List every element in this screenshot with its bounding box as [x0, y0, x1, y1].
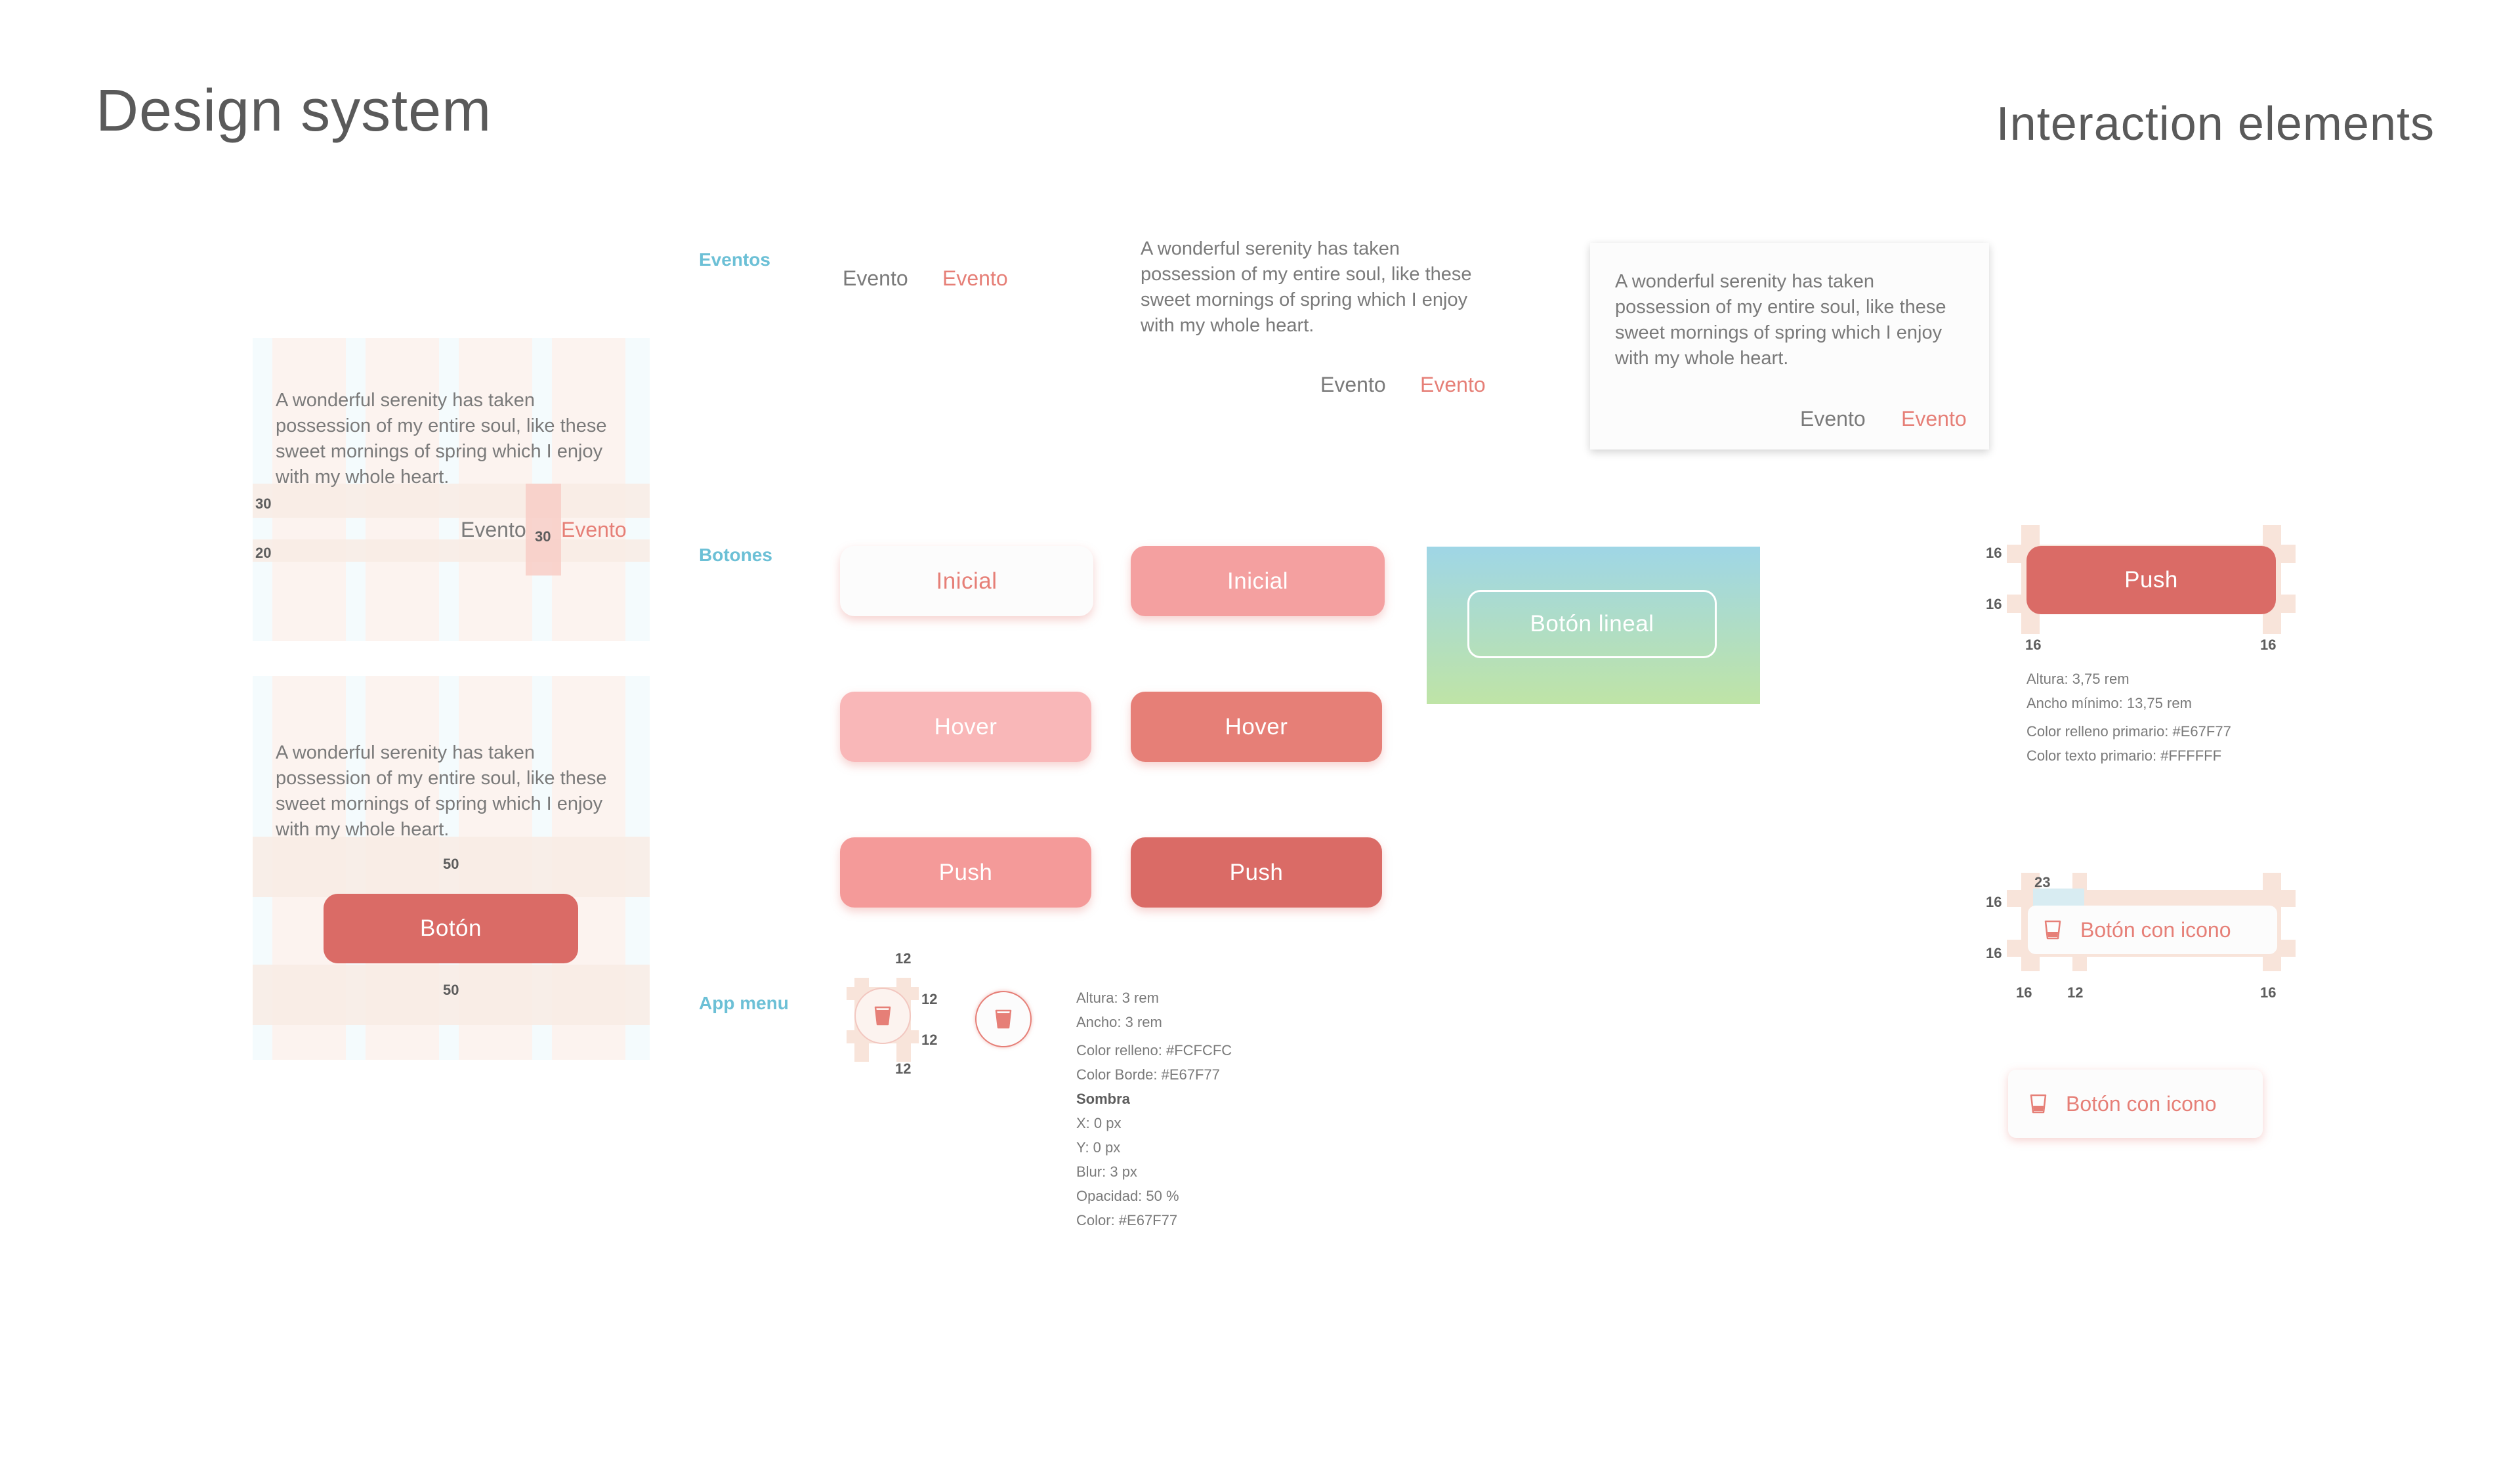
event-link-primary[interactable]: Evento: [561, 518, 627, 541]
sample-paragraph: A wonderful serenity has taken possessio…: [1615, 271, 1946, 369]
spec-line: Color texto primario: #FFFFFF: [2026, 747, 2222, 764]
spec-line: Ancho mínimo: 13,75 rem: [2026, 695, 2192, 711]
measure-label: 12: [895, 1060, 912, 1077]
sample-paragraph: A wonderful serenity has taken possessio…: [276, 390, 607, 488]
measure-label: 12: [2067, 984, 2084, 1001]
measure-label: 16: [2016, 984, 2032, 1001]
button-initial-primary[interactable]: Inicial: [1131, 546, 1385, 616]
cup-icon: [995, 1009, 1012, 1029]
app-menu-spec-diagram: [847, 978, 919, 1062]
app-menu-spec-button[interactable]: [854, 988, 911, 1044]
icon-button-spec-diagram: Botón con icono: [2007, 873, 2296, 971]
icon-button[interactable]: Botón con icono: [2008, 1070, 2263, 1138]
measure-label: 12: [895, 950, 912, 967]
spec-line: Color Borde: #E67F77: [1076, 1066, 1220, 1083]
measure-label: 16: [2260, 984, 2277, 1001]
spec-line: Opacidad: 50 %: [1076, 1188, 1179, 1204]
cup-icon: [874, 1006, 891, 1026]
spec-line: Color relleno: #FCFCFC: [1076, 1042, 1232, 1058]
section-label-botones: Botones: [699, 545, 772, 565]
event-link-primary[interactable]: Evento: [1901, 407, 1967, 430]
event-card: A wonderful serenity has taken possessio…: [1590, 243, 1989, 450]
app-menu-button[interactable]: [975, 991, 1032, 1047]
measure-label: 30: [535, 528, 551, 545]
measure-label: 20: [255, 545, 272, 561]
measure-label: 23: [2034, 874, 2051, 890]
measure-label: 16: [2025, 637, 2042, 653]
event-link-secondary[interactable]: Evento: [843, 266, 908, 290]
event-link-primary[interactable]: Evento: [942, 266, 1008, 290]
spec-line: Altura: 3 rem: [1076, 990, 1159, 1006]
outline-button[interactable]: Botón lineal: [1467, 590, 1717, 658]
push-spec-list: Altura: 3,75 rem Ancho mínimo: 13,75 rem…: [2026, 667, 2231, 768]
measure-label: 12: [921, 991, 938, 1007]
icon-button-label: Botón con icono: [2066, 1091, 2217, 1116]
icon-button-spec[interactable]: Botón con icono: [2028, 906, 2277, 954]
gradient-panel: Botón lineal: [1427, 547, 1760, 704]
spec-line: Y: 0 px: [1076, 1139, 1121, 1156]
event-link-primary[interactable]: Evento: [1420, 373, 1486, 396]
section-label-eventos: Eventos: [699, 249, 770, 270]
measure-label: 16: [1986, 596, 2002, 612]
measure-label: 12: [921, 1032, 938, 1048]
page-subtitle: Interaction elements: [1996, 98, 2435, 150]
button-hover-primary[interactable]: Hover: [1131, 692, 1382, 762]
button-initial-secondary[interactable]: Inicial: [840, 546, 1093, 616]
measure-label: 50: [443, 982, 459, 998]
button-push-primary[interactable]: Push: [1131, 837, 1382, 908]
measure-label: 16: [1986, 945, 2002, 961]
push-spec-diagram: Push: [2007, 525, 2296, 634]
push-spec-button[interactable]: Push: [2026, 546, 2276, 614]
spec-line: Blur: 3 px: [1076, 1163, 1137, 1180]
measure-label: 30: [255, 495, 272, 512]
grid-panel-events: A wonderful serenity has taken possessio…: [253, 338, 650, 641]
primary-button[interactable]: Botón: [324, 894, 578, 963]
measure-label: 16: [1986, 894, 2002, 910]
measure-label: 50: [443, 856, 459, 872]
event-link-secondary[interactable]: Evento: [1320, 373, 1386, 396]
button-push-secondary[interactable]: Push: [840, 837, 1091, 908]
measure-label: 16: [2260, 637, 2277, 653]
button-hover-secondary[interactable]: Hover: [840, 692, 1091, 762]
event-link-secondary[interactable]: Evento: [1800, 407, 1866, 430]
sample-paragraph: A wonderful serenity has taken possessio…: [276, 742, 607, 840]
spec-title: Sombra: [1076, 1091, 1130, 1107]
page-title: Design system: [96, 78, 492, 144]
grid-panel-button: A wonderful serenity has taken possessio…: [253, 676, 650, 1060]
cup-icon: [2044, 920, 2061, 940]
spec-line: Color: #E67F77: [1076, 1212, 1178, 1228]
spec-line: Ancho: 3 rem: [1076, 1014, 1162, 1030]
icon-button-label: Botón con icono: [2080, 917, 2231, 942]
measure-label: 16: [1986, 545, 2002, 561]
section-label-app-menu: App menu: [699, 993, 789, 1013]
sample-paragraph: A wonderful serenity has taken possessio…: [1141, 238, 1472, 336]
spec-line: Altura: 3,75 rem: [2026, 671, 2130, 687]
spec-line: X: 0 px: [1076, 1115, 1122, 1131]
app-menu-spec-list: Altura: 3 rem Ancho: 3 rem Color relleno…: [1076, 986, 1232, 1232]
event-link-secondary[interactable]: Evento: [461, 518, 526, 541]
spec-line: Color relleno primario: #E67F77: [2026, 723, 2231, 740]
cup-icon: [2030, 1094, 2047, 1114]
